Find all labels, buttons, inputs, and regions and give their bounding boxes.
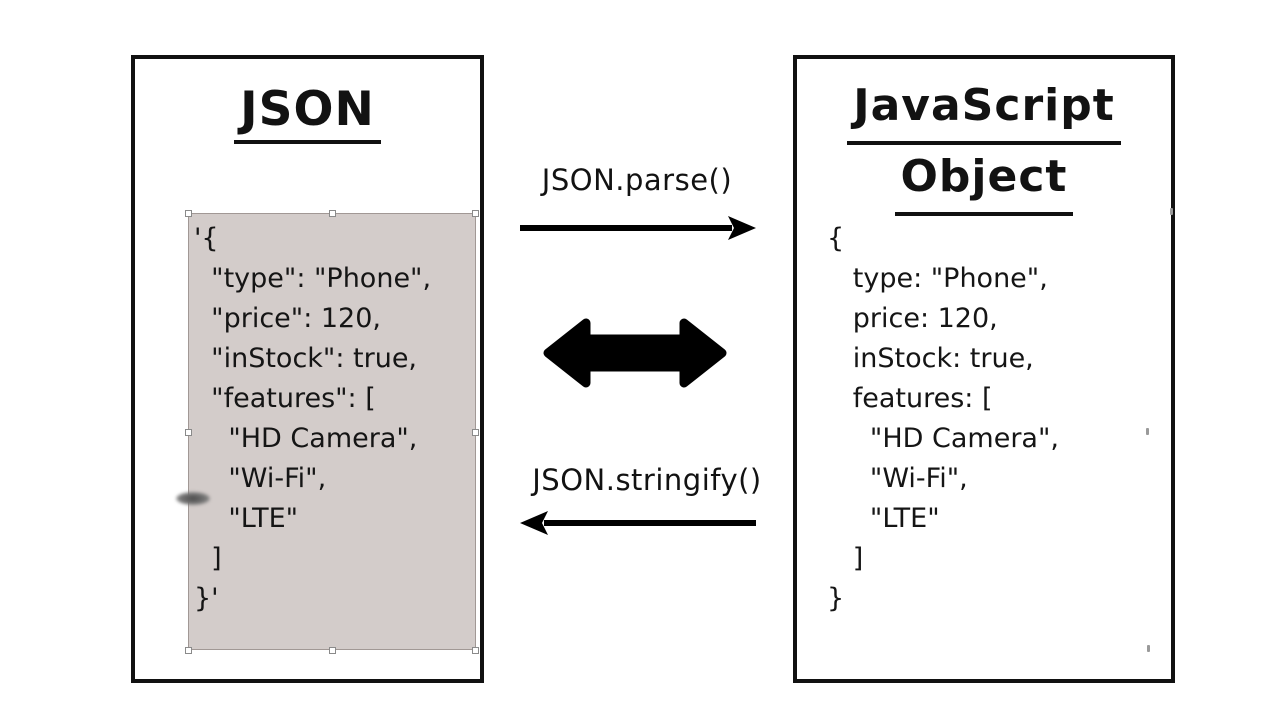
selection-handle-nw[interactable] — [185, 210, 192, 217]
selection-handle-n[interactable] — [329, 210, 336, 217]
parse-method-label: JSON.parse() — [541, 163, 733, 197]
stringify-method-label: JSON.stringify() — [532, 463, 762, 497]
selection-handle-se[interactable] — [472, 647, 479, 654]
js-object-title-line1: JavaScript — [847, 74, 1121, 145]
smudge-artifact — [176, 492, 210, 505]
js-object-panel — [793, 55, 1175, 683]
json-panel-title-text: JSON — [234, 82, 381, 144]
selection-handle-e[interactable] — [472, 429, 479, 436]
json-code-textbox[interactable] — [188, 213, 476, 650]
selection-handle-s[interactable] — [329, 647, 336, 654]
json-code-text: '{ "type": "Phone", "price": 120, "inSto… — [194, 223, 432, 614]
bidirectional-arrow-icon — [543, 318, 727, 388]
js-object-title-line2: Object — [894, 145, 1074, 216]
selection-handle-w[interactable] — [185, 429, 192, 436]
stringify-arrow-icon — [520, 511, 756, 535]
json-panel-title: JSON — [131, 82, 484, 144]
parse-arrow-icon — [520, 216, 756, 240]
speck-artifact — [1170, 208, 1173, 215]
speck-artifact — [1146, 428, 1149, 435]
js-object-code-text: { type: "Phone", price: 120, inStock: tr… — [827, 223, 1059, 614]
js-object-panel-title: JavaScript Object — [793, 74, 1175, 216]
speck-artifact — [1147, 645, 1150, 652]
selection-handle-sw[interactable] — [185, 647, 192, 654]
selection-handle-ne[interactable] — [472, 210, 479, 217]
